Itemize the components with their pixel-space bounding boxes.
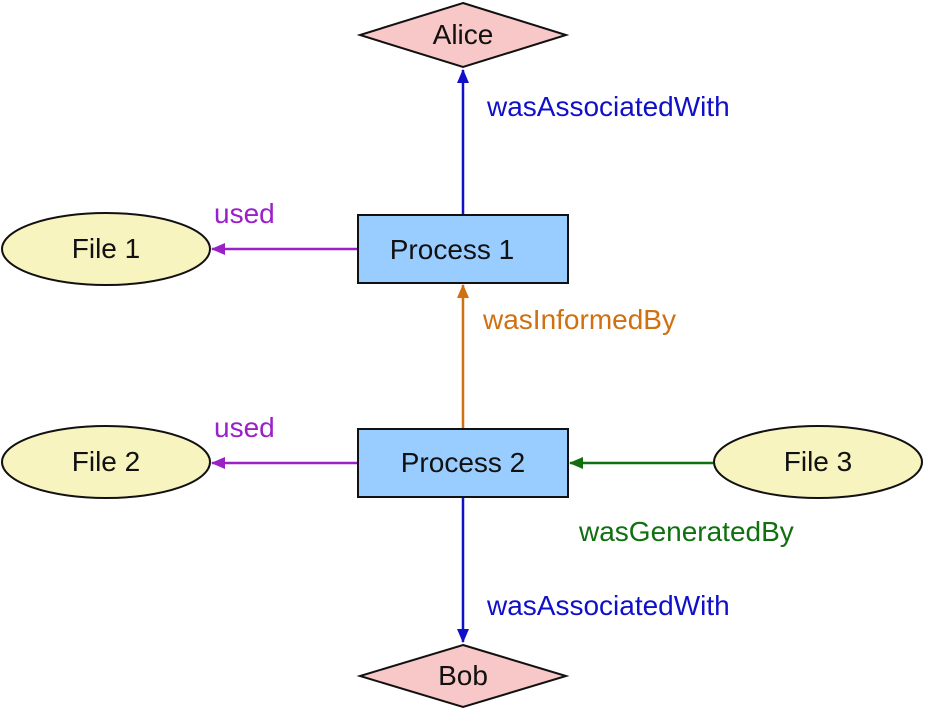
entity-ellipse-file2	[1, 425, 211, 499]
node-file3: File 3	[713, 425, 923, 499]
node-file3-label: File 3	[784, 446, 852, 477]
node-file2: File 2	[1, 425, 211, 499]
node-process1: Process 1	[357, 214, 569, 284]
node-bob: Bob	[356, 643, 570, 709]
entity-ellipse-file1	[1, 212, 211, 286]
node-file1-label: File 1	[72, 233, 140, 264]
edge-file3-p2-label: wasGeneratedBy	[578, 516, 794, 547]
edge-p2-p1-label: wasInformedBy	[482, 304, 676, 335]
agent-diamond-bob	[356, 643, 570, 709]
edge-p1-alice-label: wasAssociatedWith	[486, 91, 730, 122]
entity-ellipse-file3	[713, 425, 923, 499]
activity-rect-process1	[357, 214, 569, 284]
edge-p2-bob-label: wasAssociatedWith	[486, 590, 730, 621]
node-bob-label: Bob	[438, 660, 488, 691]
node-process1-label: Process 1	[390, 234, 515, 265]
edge-p2-file2-label: used	[214, 412, 275, 443]
node-process2: Process 2	[357, 428, 569, 498]
node-alice: Alice	[356, 1, 570, 69]
node-file1: File 1	[1, 212, 211, 286]
node-file2-label: File 2	[72, 446, 140, 477]
agent-diamond-alice	[356, 1, 570, 69]
edge-p1-file1-label: used	[214, 198, 275, 229]
activity-rect-process2	[357, 428, 569, 498]
node-alice-label: Alice	[433, 19, 494, 50]
node-process2-label: Process 2	[401, 447, 526, 478]
edges: wasAssociatedWith used wasInformedBy use…	[211, 69, 794, 643]
